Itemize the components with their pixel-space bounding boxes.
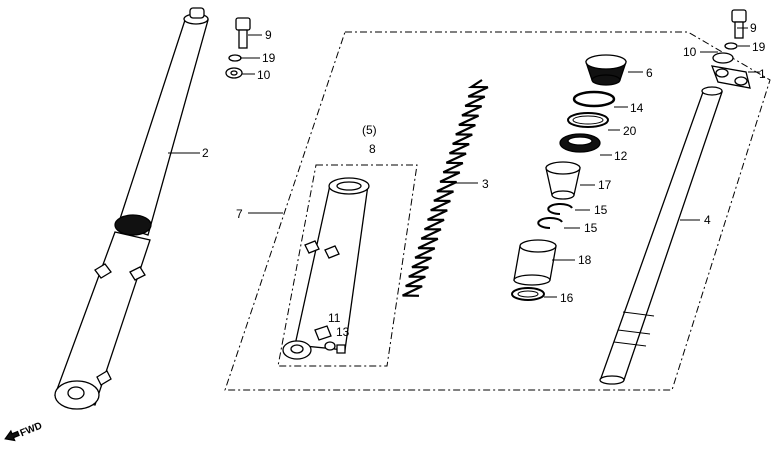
label-9-right: 9 bbox=[750, 21, 757, 35]
fwd-label: FWD bbox=[19, 421, 44, 440]
washer-11 bbox=[324, 341, 336, 351]
bolt-13 bbox=[336, 344, 346, 354]
label-20: 20 bbox=[623, 124, 637, 138]
label-6: 6 bbox=[646, 66, 653, 80]
fork-spring bbox=[402, 79, 489, 297]
label-3: 3 bbox=[482, 177, 489, 191]
stop-ring-14 bbox=[572, 90, 616, 108]
label-10-right: 10 bbox=[683, 45, 697, 59]
label-15-upper: 15 bbox=[594, 203, 608, 217]
label-7: 7 bbox=[236, 207, 243, 221]
label-10-left: 10 bbox=[257, 68, 271, 82]
label-9-left: 9 bbox=[265, 28, 272, 42]
label-15-lower: 15 bbox=[584, 221, 598, 235]
label-19-right: 19 bbox=[752, 40, 766, 54]
stop-ring-15-upper bbox=[547, 203, 573, 215]
leader-lines bbox=[168, 27, 760, 298]
label-4: 4 bbox=[704, 213, 711, 227]
fork-tube bbox=[599, 86, 723, 385]
label-19-left: 19 bbox=[262, 51, 276, 65]
fork-slider bbox=[282, 177, 370, 360]
stop-ring-15-lower bbox=[537, 217, 563, 229]
seat-16 bbox=[511, 287, 545, 301]
slider-bushing bbox=[545, 161, 581, 200]
forward-direction-indicator: FWD bbox=[4, 421, 44, 442]
label-14: 14 bbox=[630, 101, 644, 115]
assembly-frame bbox=[224, 31, 771, 391]
label-1: 1 bbox=[759, 67, 766, 81]
label-16: 16 bbox=[560, 291, 574, 305]
forward-arrow-icon bbox=[4, 429, 20, 442]
left-fork-assembly bbox=[54, 7, 209, 410]
label-11: 11 bbox=[328, 311, 341, 325]
label-17: 17 bbox=[598, 178, 612, 192]
guide-bushing bbox=[513, 239, 557, 286]
label-18: 18 bbox=[578, 253, 592, 267]
label-2: 2 bbox=[202, 146, 209, 160]
part-labels: 1 2 3 4 (5) 6 7 8 9 9 10 10 11 12 13 14 … bbox=[202, 21, 766, 339]
slider-subassembly-frame bbox=[277, 164, 418, 367]
right-bolt-set bbox=[710, 9, 751, 89]
washer-20 bbox=[567, 112, 609, 128]
left-bolt-set bbox=[225, 17, 251, 79]
oil-seal bbox=[559, 133, 601, 153]
label-5: (5) bbox=[362, 123, 377, 137]
label-12: 12 bbox=[614, 149, 628, 163]
label-13: 13 bbox=[336, 325, 350, 339]
dust-seal bbox=[585, 54, 627, 86]
label-8: 8 bbox=[369, 142, 376, 156]
